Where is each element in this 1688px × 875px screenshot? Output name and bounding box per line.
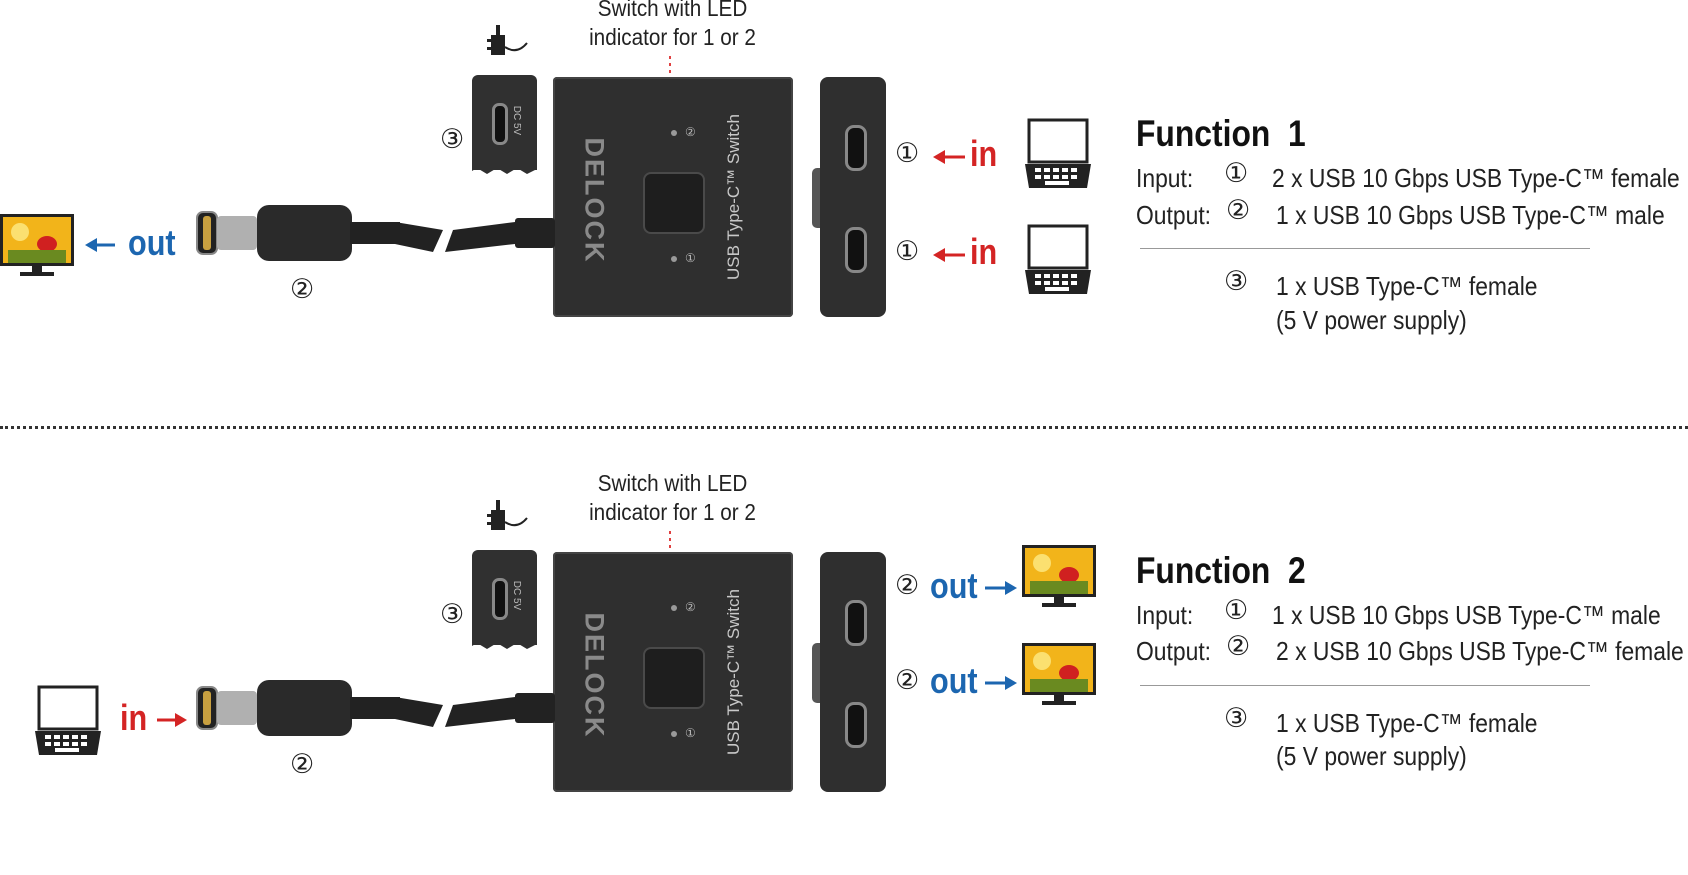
switch-caption: Switch with LED indicator for 1 or 2 [576, 469, 770, 527]
power-port-label: DC 5V [511, 105, 523, 136]
spec-divider [1140, 248, 1590, 249]
power-spec-line-2: (5 V power supply) [1276, 741, 1467, 771]
power-marker: ③ [440, 599, 465, 630]
laptop-icon [35, 685, 101, 755]
monitor-icon [1022, 545, 1096, 607]
usb-c-switch-device: DELOCK USB Type-C™ Switch ② ① [553, 552, 793, 792]
output-ports-side [820, 552, 886, 792]
input-label: Input: [1136, 600, 1194, 630]
led-1-label: ① [685, 726, 696, 740]
power-spec-marker: ③ [1224, 703, 1249, 734]
arrow-left-icon [85, 238, 115, 252]
output-spec: 2 x USB 10 Gbps USB Type-C™ female [1276, 636, 1684, 666]
output-marker-bottom: ② [895, 665, 920, 696]
input-spec: 1 x USB 10 Gbps USB Type-C™ male [1272, 600, 1661, 630]
function-number: 1 [1288, 113, 1306, 154]
power-spec-line-1: 1 x USB Type-C™ female [1276, 271, 1538, 301]
device-label: USB Type-C™ Switch [723, 589, 743, 755]
caption-line-1: Switch with LED [597, 0, 748, 21]
switch-button[interactable] [643, 647, 705, 709]
caption-line-2: indicator for 1 or 2 [589, 499, 756, 525]
input-ports-side [820, 77, 886, 317]
usb-c-cable [196, 205, 555, 261]
caption-line-1: Switch with LED [597, 470, 748, 496]
power-adapter-icon [487, 25, 528, 55]
function-1-panel: Switch with LED indicator for 1 or 2 DC … [0, 0, 1688, 400]
torn-edge [472, 638, 537, 649]
input-label: Input: [1136, 163, 1194, 193]
arrow-left-icon [933, 248, 965, 262]
usb-c-cable [196, 680, 555, 736]
cable-marker: ② [290, 274, 315, 305]
power-port-housing: DC 5V [472, 75, 537, 174]
power-spec-line-2: (5 V power supply) [1276, 305, 1467, 335]
out-label: out [128, 222, 176, 263]
monitor-icon [1022, 643, 1096, 705]
delock-logo: DELOCK [579, 137, 610, 264]
led-2-indicator [671, 605, 677, 611]
device-label: USB Type-C™ Switch [723, 114, 743, 280]
led-2-indicator [671, 130, 677, 136]
device-side-nub [812, 643, 822, 703]
function-number: 2 [1288, 550, 1306, 591]
output-label: Output: [1136, 636, 1212, 666]
usb-c-port-top [845, 125, 867, 171]
function-word: Function [1136, 550, 1271, 591]
delock-logo: DELOCK [579, 612, 610, 739]
torn-edge [472, 163, 537, 174]
power-port-label: DC 5V [511, 580, 523, 611]
in-label: in [120, 697, 148, 738]
led-1-indicator [671, 731, 677, 737]
power-adapter-icon [487, 500, 528, 530]
power-spec-marker: ③ [1224, 266, 1249, 297]
arrow-right-icon [157, 713, 187, 727]
output-marker-top: ② [895, 570, 920, 601]
function-word: Function [1136, 113, 1271, 154]
power-usb-c-port [492, 103, 508, 145]
function-2-panel: Switch with LED indicator for 1 or 2 DC … [0, 470, 1688, 875]
usb-c-switch-device: DELOCK USB Type-C™ Switch ② ① [553, 77, 793, 317]
out-label-bottom: out [930, 660, 978, 701]
device-side-nub [812, 168, 822, 228]
in-label-bottom: in [970, 231, 998, 272]
input-marker-bottom: ① [895, 236, 920, 267]
in-label-top: in [970, 133, 998, 174]
usb-c-port-top [845, 600, 867, 646]
input-spec-marker: ① [1224, 595, 1249, 626]
output-spec-marker: ② [1226, 195, 1251, 226]
input-spec: 2 x USB 10 Gbps USB Type-C™ female [1272, 163, 1680, 193]
caption-line-2: indicator for 1 or 2 [589, 24, 756, 50]
output-spec: 1 x USB 10 Gbps USB Type-C™ male [1276, 200, 1665, 230]
led-2-label: ② [685, 600, 696, 614]
switch-button[interactable] [643, 172, 705, 234]
input-spec-marker: ① [1224, 158, 1249, 189]
switch-caption: Switch with LED indicator for 1 or 2 [576, 0, 770, 52]
laptop-icon [1025, 118, 1091, 188]
out-label-top: out [930, 565, 978, 606]
section-divider [0, 426, 1688, 429]
led-1-label: ① [685, 251, 696, 265]
usb-c-port-bottom [845, 227, 867, 273]
laptop-icon [1025, 224, 1091, 294]
arrow-right-icon [985, 581, 1017, 595]
spec-divider [1140, 685, 1590, 686]
output-spec-marker: ② [1226, 631, 1251, 662]
input-marker-top: ① [895, 138, 920, 169]
function-title: Function 2 [1136, 550, 1306, 592]
power-port-housing: DC 5V [472, 550, 537, 649]
function-title: Function 1 [1136, 113, 1306, 155]
led-1-indicator [671, 256, 677, 262]
usb-c-port-bottom [845, 702, 867, 748]
power-marker: ③ [440, 124, 465, 155]
power-spec-line-1: 1 x USB Type-C™ female [1276, 708, 1538, 738]
arrow-right-icon [985, 676, 1017, 690]
arrow-left-icon [933, 150, 965, 164]
output-label: Output: [1136, 200, 1212, 230]
led-2-label: ② [685, 125, 696, 139]
cable-marker: ② [290, 749, 315, 780]
monitor-icon [0, 214, 74, 276]
power-usb-c-port [492, 578, 508, 620]
